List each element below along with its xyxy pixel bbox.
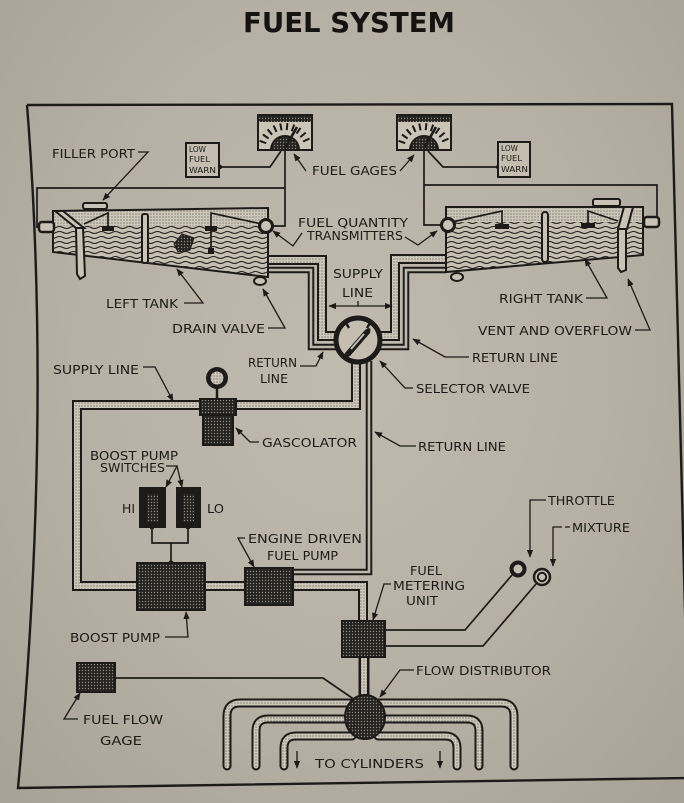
left-fuel-quantity-transmitter [258, 218, 274, 234]
warn-text-line: FUEL [501, 154, 523, 163]
warn-text-line: LOW [501, 144, 518, 153]
left-filler-cap [82, 202, 108, 210]
supply-lines [72, 254, 446, 700]
label-switch-lo: LO [207, 501, 224, 516]
left-baffle [141, 213, 149, 264]
label-engine-driven-fuel-pump-1: ENGINE DRIVEN [248, 531, 362, 546]
diagram-frame [16, 102, 684, 790]
low-fuel-warn-right: LOW FUEL WARN [497, 141, 531, 178]
label-engine-driven-fuel-pump-2: FUEL PUMP [267, 548, 338, 563]
fuel-flow-gage-wiring [115, 677, 356, 701]
label-throttle: THROTTLE [547, 493, 615, 508]
gage-ticks [259, 123, 310, 145]
gage-needle [422, 126, 438, 149]
label-switch-hi: HI [122, 501, 135, 516]
left-tank [37, 202, 274, 286]
label-filler-port: FILLER PORT [52, 146, 135, 161]
control-cables [385, 574, 537, 647]
left-drain-valve [253, 276, 267, 286]
left-float [205, 226, 217, 231]
low-fuel-warn-left: LOW FUEL WARN [185, 142, 220, 178]
label-fuel-metering-unit-2: METERING [393, 578, 465, 593]
right-filler-cap [592, 198, 621, 207]
label-return-line-left-1: RETURN [248, 355, 297, 370]
label-boost-pump-switches-2: SWITCHES [100, 460, 165, 475]
right-fuel-quantity-transmitter [440, 217, 456, 233]
label-boost-pump: BOOST PUMP [70, 630, 160, 645]
mixture-knob [532, 567, 552, 587]
label-drain-valve: DRAIN VALVE [172, 321, 265, 336]
right-float [581, 223, 595, 228]
label-fuel-metering-unit-1: FUEL [410, 563, 442, 578]
fuel-metering-unit [341, 620, 386, 658]
label-supply-line-center-1: SUPPLY [333, 266, 383, 281]
throttle-knob [509, 560, 527, 578]
left-fuel-gage [257, 114, 313, 151]
flow-distributor [344, 694, 386, 740]
label-left-tank: LEFT TANK [106, 296, 179, 311]
labels: FILLER PORT FUEL GAGES FUEL QUANTITY TRA… [52, 146, 632, 771]
label-fuel-quantity-transmitters-2: TRANSMITTERS [306, 228, 403, 243]
left-vent-tube [74, 227, 87, 281]
return-lines [268, 266, 446, 576]
label-fuel-quantity-transmitters-1: FUEL QUANTITY [298, 215, 408, 230]
selector-valve [333, 315, 383, 365]
label-return-line-lower: RETURN LINE [418, 439, 506, 454]
right-drain-valve [450, 272, 464, 282]
label-return-line-right: RETURN LINE [472, 350, 558, 365]
warn-text-line: WARN [501, 165, 528, 174]
fuel-flow-gage [76, 662, 116, 693]
diagram-title: FUEL SYSTEM [243, 6, 455, 39]
boost-pump [136, 562, 206, 611]
label-fuel-gages: FUEL GAGES [312, 163, 397, 178]
gage-needle [283, 126, 299, 149]
left-end-connector [37, 220, 56, 234]
gascolator [199, 367, 237, 446]
right-baffle [541, 211, 549, 263]
right-end-connector [642, 215, 661, 229]
engine-driven-fuel-pump [244, 567, 294, 606]
cylinder-lines [222, 698, 519, 771]
left-strainer [173, 233, 195, 253]
label-gascolator: GASCOLATOR [262, 435, 357, 450]
warn-text-line: FUEL [189, 155, 211, 164]
label-to-cylinders: TO CYLINDERS [314, 756, 424, 771]
label-return-line-left-2: LINE [260, 371, 288, 386]
leader-lines [62, 151, 651, 720]
label-boost-pump-switches-1: BOOST PUMP [90, 448, 178, 463]
right-vent-tube [617, 228, 627, 274]
label-right-tank: RIGHT TANK [499, 291, 584, 306]
label-flow-distributor: FLOW DISTRIBUTOR [416, 663, 551, 678]
label-mixture: MIXTURE [572, 520, 630, 535]
left-float [102, 226, 114, 231]
switch-hi [139, 487, 166, 530]
boost-pump-switches [139, 487, 201, 566]
label-fuel-metering-unit-3: UNIT [406, 593, 438, 608]
label-selector-valve: SELECTOR VALVE [416, 381, 530, 396]
gage-ticks [398, 123, 449, 145]
label-supply-line-left: SUPPLY LINE [53, 362, 139, 377]
switch-lo [176, 487, 201, 530]
right-float [495, 224, 509, 229]
warn-text-line: WARN [189, 166, 216, 175]
right-fuel-gage [396, 114, 452, 151]
label-fuel-flow-gage-1: FUEL FLOW [83, 712, 163, 727]
warn-text-line: LOW [189, 145, 206, 154]
label-fuel-flow-gage-2: GAGE [100, 733, 142, 748]
label-vent-and-overflow: VENT AND OVERFLOW [478, 323, 632, 338]
right-tank [440, 198, 661, 282]
label-supply-line-center-2: LINE [342, 285, 373, 300]
